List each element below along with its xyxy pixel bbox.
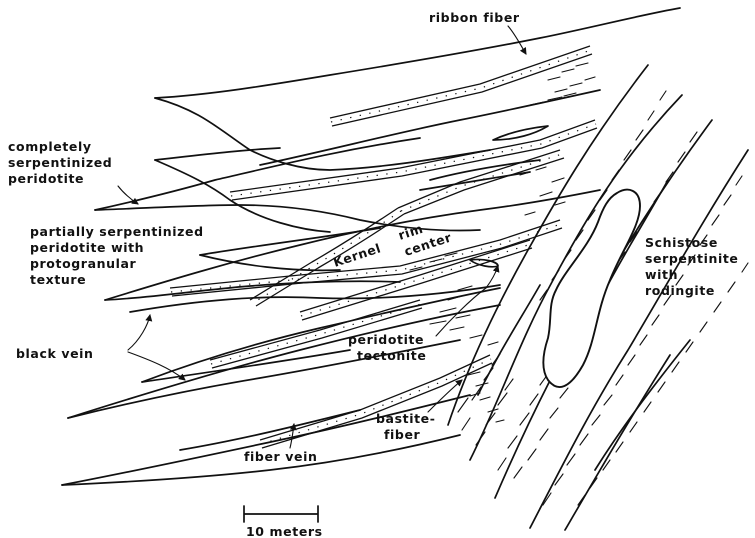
label-peridotite-tectonite: peridotite tectonite [348, 332, 429, 363]
fiber-vein-top [330, 46, 592, 126]
label-black-vein: black vein [16, 346, 94, 361]
scale-bar-label: 10 meters [246, 524, 323, 538]
fiber-veins [170, 46, 597, 448]
rodingite-body [543, 190, 640, 387]
label-fiber-vein: fiber vein [244, 449, 317, 464]
scale-bar: 10 meters [244, 506, 323, 538]
fiber-vein-kernel [250, 208, 404, 306]
label-schistose-serpentinite: Schistose serpentinite with rodingite [645, 235, 743, 298]
label-bastite-fiber: bastite- fiber [376, 411, 440, 442]
label-ribbon-fiber: ribbon fiber [429, 10, 520, 25]
label-completely-serpentinized: completely serpentinized peridotite [8, 139, 117, 186]
